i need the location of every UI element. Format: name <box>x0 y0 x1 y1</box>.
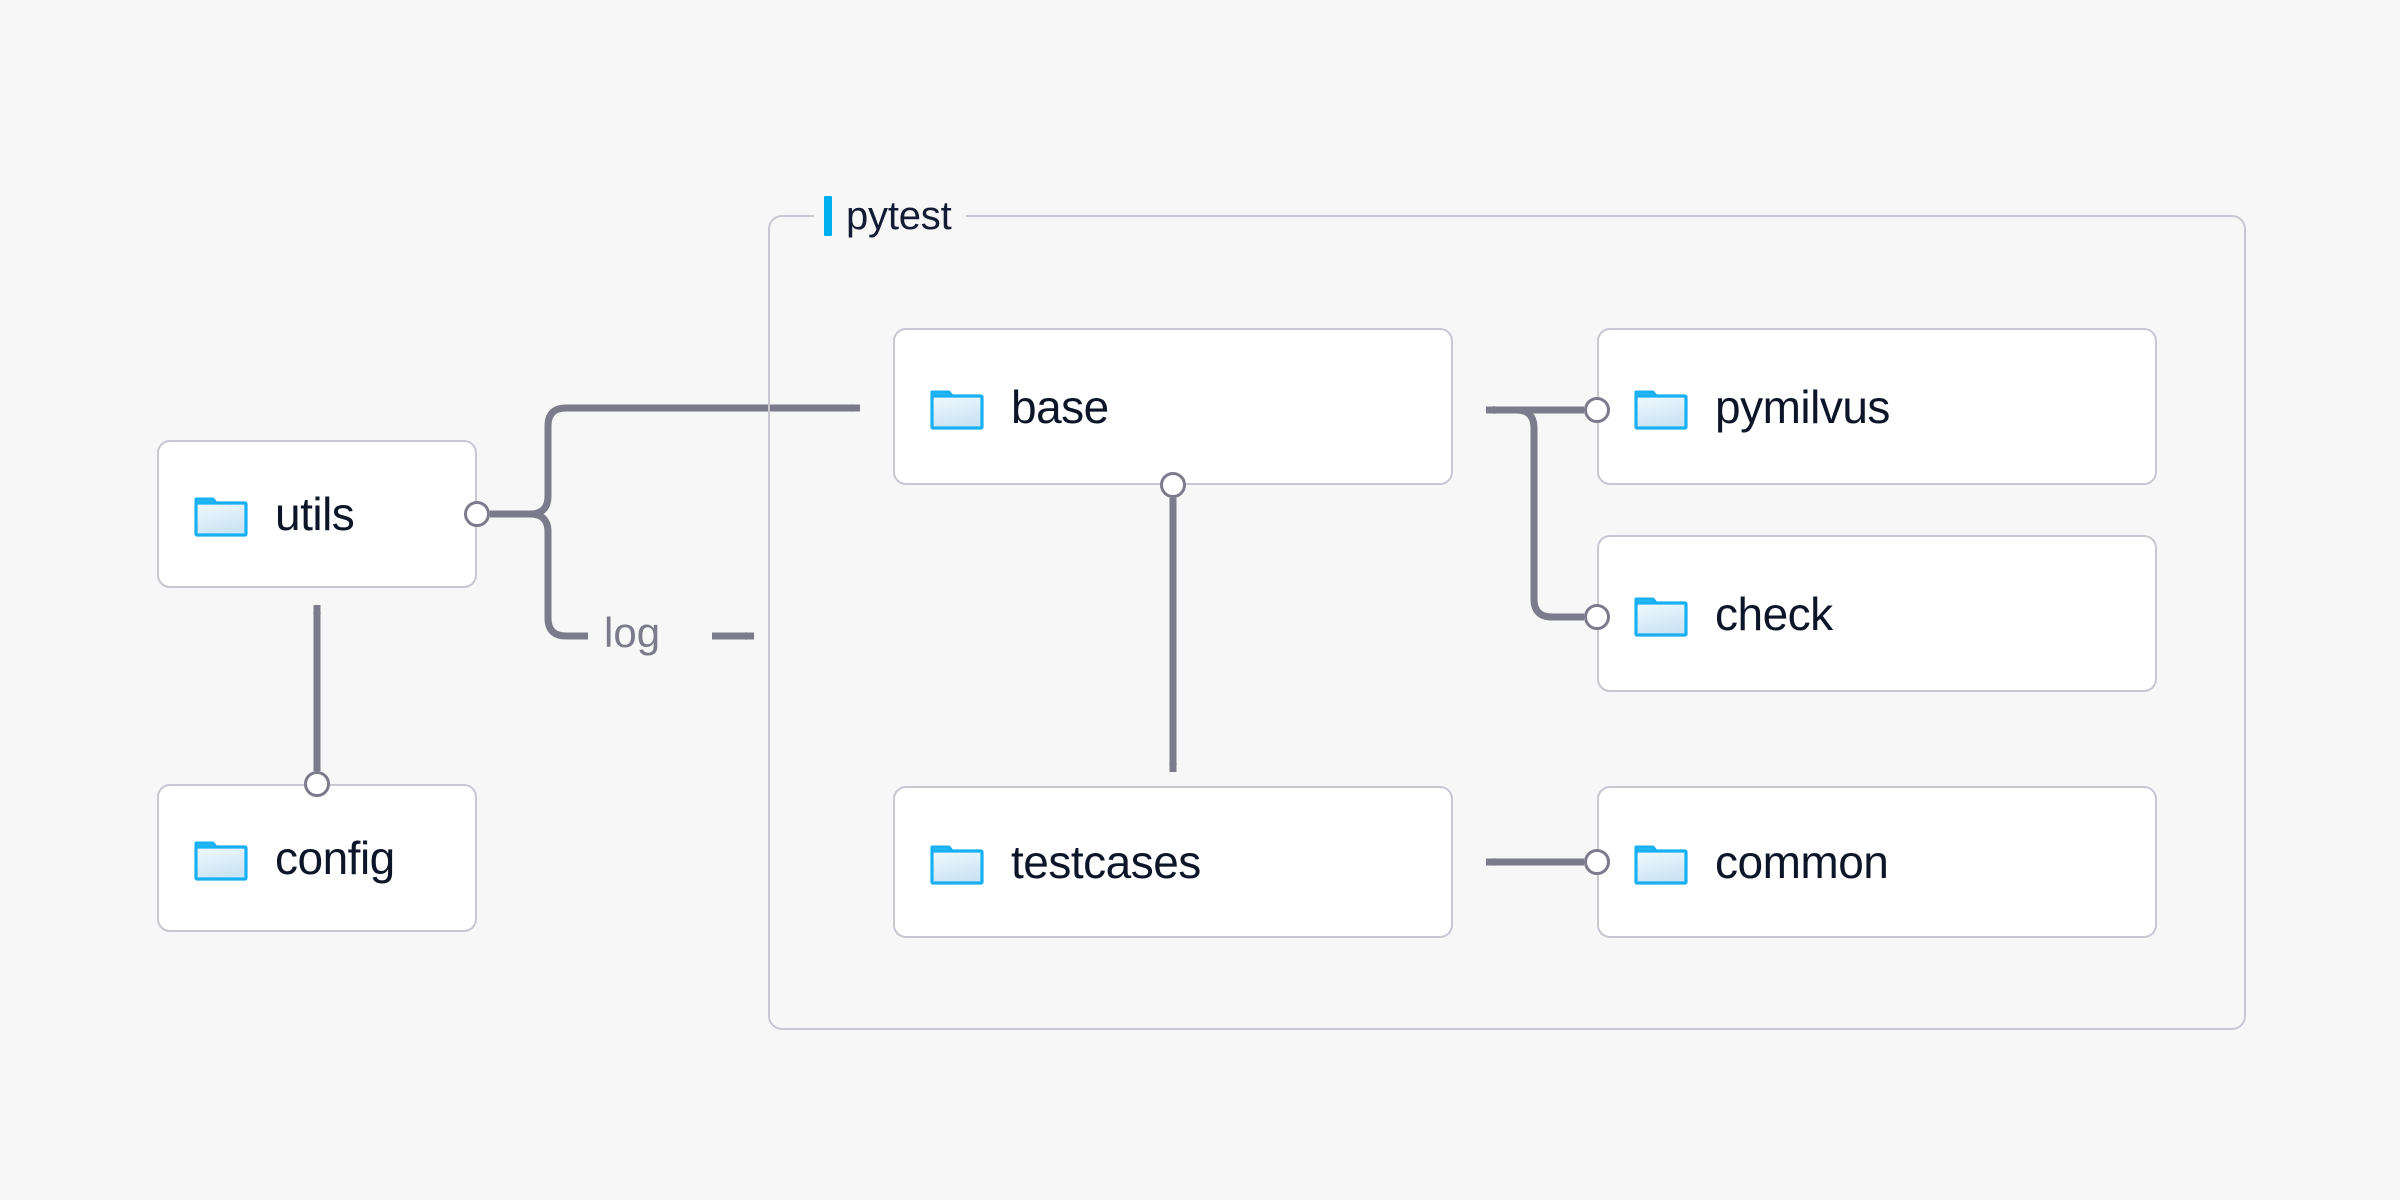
node-base[interactable]: base <box>893 328 1453 485</box>
edge-label-log: log <box>596 612 669 654</box>
folder-icon <box>1634 845 1688 885</box>
group-pytest[interactable] <box>768 215 2246 1030</box>
port-pymilvus-out[interactable] <box>1584 397 1610 423</box>
port-check-out[interactable] <box>1584 604 1610 630</box>
node-config[interactable]: config <box>157 784 477 932</box>
edge-utils-to-log <box>490 510 588 640</box>
folder-icon <box>194 497 248 537</box>
node-pymilvus[interactable]: pymilvus <box>1597 328 2157 485</box>
folder-icon <box>930 845 984 885</box>
node-check[interactable]: check <box>1597 535 2157 692</box>
node-testcases-label: testcases <box>1011 836 1201 888</box>
node-base-label: base <box>1011 380 1109 433</box>
port-base-out[interactable] <box>1160 472 1186 498</box>
node-pymilvus-label: pymilvus <box>1715 380 1890 433</box>
group-pytest-label: pytest <box>814 193 966 239</box>
node-utils[interactable]: utils <box>157 440 477 588</box>
group-accent-bar <box>824 196 832 236</box>
node-config-label: config <box>275 832 395 884</box>
folder-icon <box>930 390 984 430</box>
node-testcases[interactable]: testcases <box>893 786 1453 938</box>
node-common[interactable]: common <box>1597 786 2157 938</box>
port-common-out[interactable] <box>1584 849 1610 875</box>
node-check-label: check <box>1715 587 1833 640</box>
port-config-out[interactable] <box>304 771 330 797</box>
folder-icon <box>1634 390 1688 430</box>
folder-icon <box>194 841 248 881</box>
node-utils-label: utils <box>275 488 355 540</box>
port-utils-out[interactable] <box>464 501 490 527</box>
node-common-label: common <box>1715 836 1889 888</box>
group-pytest-label-text: pytest <box>846 194 952 238</box>
folder-icon <box>1634 597 1688 637</box>
